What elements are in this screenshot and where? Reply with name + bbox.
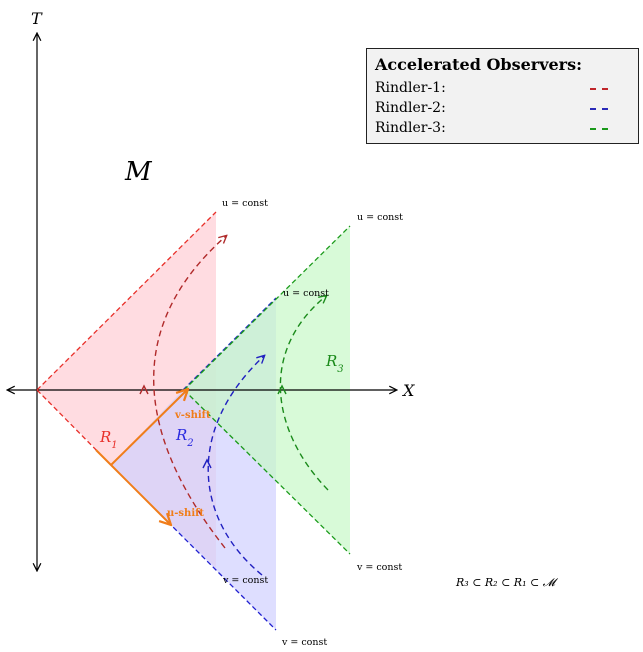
rindler-1-worldline	[153, 236, 226, 549]
u-shift-line	[110, 464, 170, 524]
manifold-label: M	[124, 157, 153, 187]
legend-swatch-green	[590, 128, 608, 130]
u-shift-label: u-shift	[167, 508, 204, 519]
legend-item-label: Rindler-3:	[375, 120, 446, 136]
r3-v-const-label: v = const	[356, 562, 402, 573]
r2-u-const-label: u = const	[283, 288, 329, 299]
legend: Accelerated Observers: Rindler-1: Rindle…	[366, 48, 639, 144]
legend-item-label: Rindler-2:	[375, 100, 446, 116]
legend-swatch-red	[590, 88, 608, 90]
r3-u-const-label: u = const	[357, 212, 403, 223]
v-shift-label: v-shift	[174, 410, 211, 421]
rindler-3-axis-crossing	[277, 384, 287, 395]
region-r1-label: R1	[99, 428, 118, 451]
legend-swatch-blue	[590, 108, 608, 110]
legend-item-rindler-1: Rindler-1:	[375, 78, 630, 98]
legend-title: Accelerated Observers:	[375, 55, 583, 74]
legend-item-rindler-2: Rindler-2:	[375, 98, 630, 118]
legend-item-rindler-3: Rindler-3:	[375, 118, 630, 138]
legend-item-label: Rindler-1:	[375, 80, 446, 96]
subset-relation-caption: R₃ ⊂ R₂ ⊂ R₁ ⊂ 𝓜	[455, 576, 559, 589]
r1-upper-edge	[36, 211, 217, 391]
r1-u-const-label: u = const	[222, 198, 268, 209]
r1-lower-edge	[36, 389, 112, 466]
rindler-3-worldline	[279, 296, 329, 491]
x-axis-label: X	[401, 381, 415, 400]
r3-lower-edge	[183, 389, 351, 555]
r2-v-const-label: v = const	[281, 637, 327, 648]
u-shift-extension	[95, 449, 112, 466]
region-r3-label: R3	[325, 352, 344, 375]
rindler-1-axis-crossing	[139, 384, 149, 395]
rindler-2-turn-mark	[202, 458, 212, 469]
rindler-2-worldline	[207, 356, 264, 576]
t-axis-label: T	[31, 9, 43, 28]
r3-upper-edge	[183, 225, 351, 391]
r2-lower-edge	[110, 464, 277, 631]
region-r2-label: R2	[175, 426, 194, 449]
r2-upper-edge	[182, 297, 277, 391]
r1-v-const-label: v = const	[222, 575, 268, 586]
v-shift-line	[110, 390, 187, 466]
